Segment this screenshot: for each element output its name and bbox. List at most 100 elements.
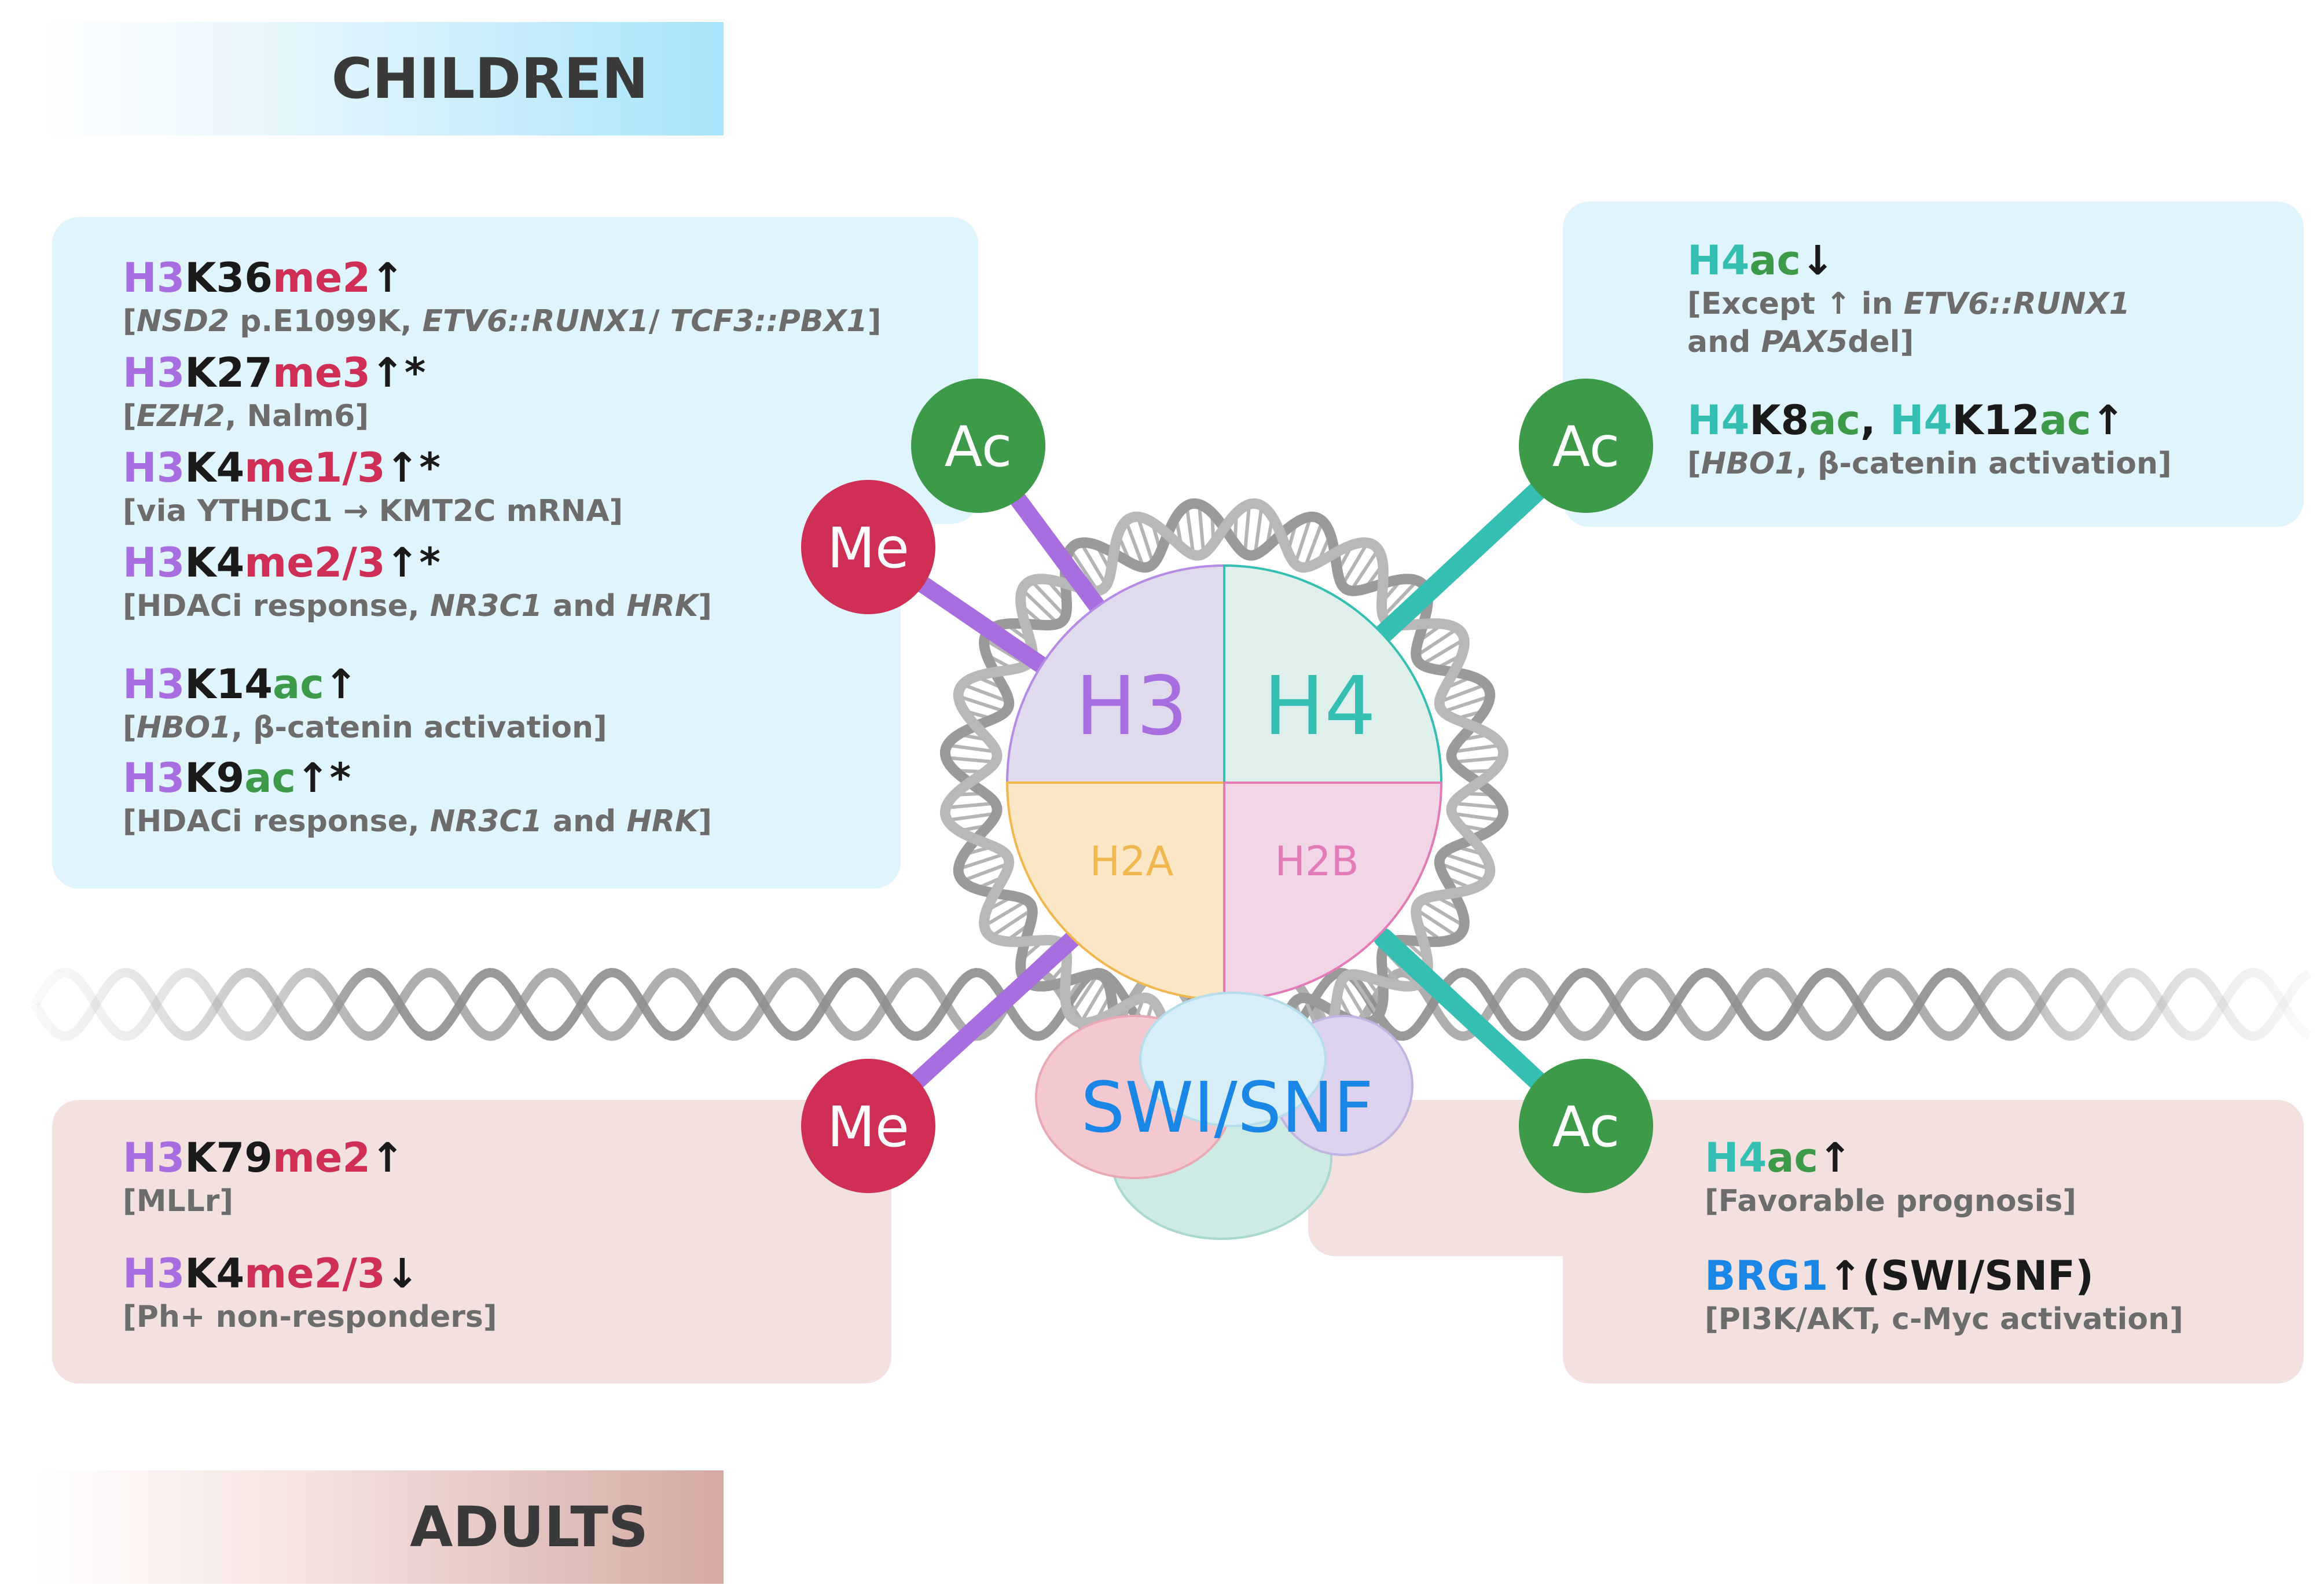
arrow-up-icon: ↑ (385, 444, 420, 491)
note-text: [ (123, 710, 137, 745)
note-text: p.E1099K, (229, 304, 423, 339)
histone-label: H4 (1687, 397, 1750, 444)
swi-snf-label: SWI/SNF (1081, 1068, 1374, 1149)
dna-base-pair (1420, 899, 1466, 928)
h3k27me3-entry: H3K27me3↑* [EZH2, Nalm6] (123, 348, 425, 435)
note-text: ] (867, 304, 882, 339)
fusion-name: ETV6::RUNX1 (422, 304, 649, 339)
dna-base-pair (1197, 504, 1206, 554)
gene-name: NR3C1 (429, 589, 542, 623)
note-text: del] (1848, 325, 1914, 359)
gene-name: EZH2 (136, 399, 225, 434)
histone-label: H3 (123, 1250, 185, 1297)
histone-label: H4 (1889, 397, 1952, 444)
modification-label: me3 (272, 349, 371, 397)
h4-quadrant (1223, 564, 1443, 784)
h3k4me13-entry: H3K4me1/3↑* [via YTHDC1 → KMT2C mRNA] (123, 443, 623, 530)
dna-base-pair (1415, 908, 1459, 938)
dna-base-pair (945, 801, 996, 810)
h2b-label: H2B (1275, 838, 1359, 885)
note-text: and (1687, 325, 1761, 359)
note-text: ] (698, 589, 712, 623)
h4k8-h4k12-entry: H4K8ac, H4K12ac↑ [HBO1, β-catenin activa… (1687, 396, 2172, 483)
residue-label: K14 (185, 661, 273, 708)
note-text: [HDACi response, (123, 589, 430, 623)
histone-label: H3 (123, 661, 185, 708)
histone-label: H3 (123, 254, 185, 302)
ac-badge-label: Ac (945, 414, 1012, 479)
modification-label: ac (1749, 237, 1801, 284)
histone-label: H3 (123, 539, 185, 586)
histone-label: H3 (123, 349, 185, 397)
me-badge-label: Me (827, 516, 909, 581)
dna-base-pair (961, 861, 1010, 883)
badge-me-top-left: Me (801, 480, 935, 614)
adults-banner-label: ADULTS (410, 1495, 648, 1560)
arrow-up-icon: ↑ (295, 754, 330, 802)
note-text: and (542, 804, 627, 839)
note-text: / (648, 304, 670, 339)
dna-base-pair (990, 908, 1034, 938)
children-banner: CHILDREN (37, 22, 724, 135)
dna-base-pair (1185, 505, 1195, 555)
swi-snf-cloud-blue (1139, 992, 1327, 1127)
dna-base-pair (1382, 579, 1419, 618)
dna-base-pair (1079, 541, 1108, 586)
arrow-up-icon: ↑ (324, 661, 358, 708)
h4-label: H4 (1264, 659, 1376, 754)
children-right-panel (1563, 201, 2304, 527)
gene-label: BRG1 (1705, 1252, 1829, 1300)
arrow-up-icon: ↑ (370, 254, 405, 302)
badge-ac-top-left: Ac (911, 379, 1045, 513)
h2a-quadrant (1005, 782, 1225, 1001)
h3k14ac-entry: H3K14ac↑ [HBO1, β-catenin activation] (123, 660, 607, 747)
fusion-name: ETV6::RUNX1 (1903, 287, 2130, 321)
note-text: [MLLr] (123, 1184, 234, 1219)
asterisk-mark: * (404, 349, 426, 397)
dna-base-pair (1303, 520, 1324, 568)
arrow-up-icon: ↑ (385, 539, 420, 586)
adults-banner: ADULTS (37, 1470, 724, 1584)
modification-label: me2/3 (244, 1250, 386, 1297)
h3k4me23-adult-entry: H3K4me2/3↓ [Ph+ non-responders] (123, 1249, 497, 1336)
note-text: , β-catenin activation] (231, 710, 607, 745)
residue-label: K27 (185, 349, 273, 397)
note-text: , β-catenin activation] (1796, 446, 2172, 481)
dna-base-pair (1452, 812, 1501, 822)
dna-base-pair (1341, 541, 1370, 586)
h4ac-children-entry: H4ac↓ [Except ↑ in ETV6::RUNX1 and PAX5d… (1687, 236, 2130, 361)
badge-ac-bottom-right: Ac (1519, 1059, 1653, 1193)
complex-label: (SWI/SNF) (1862, 1252, 2094, 1300)
dna-base-pair (1341, 979, 1370, 1024)
dna-base-pair (1438, 861, 1487, 883)
modification-label: ac (1767, 1134, 1819, 1182)
dna-base-pair (1079, 979, 1108, 1024)
modification-label: ac (244, 754, 296, 802)
residue-label: K4 (185, 444, 245, 491)
dna-base-pair (947, 812, 997, 822)
swi-snf-complex: SWI/SNF (1035, 992, 1414, 1240)
dna-base-pair (957, 852, 1007, 871)
dna-base-pair (1243, 504, 1251, 554)
dna-base-pair (1030, 579, 1067, 618)
note-text: [PI3K/AKT, c-Myc activation] (1705, 1302, 2183, 1337)
modification-label: me2 (272, 1134, 371, 1182)
badge-me-bottom-left: Me (801, 1059, 935, 1193)
dna-base-pair (1442, 694, 1491, 714)
dna-base-pair (1020, 588, 1059, 625)
dna-base-pair (1293, 516, 1313, 565)
note-text: and (542, 589, 627, 623)
dna-base-pair (947, 743, 997, 754)
dna-base-pair (1349, 548, 1380, 592)
dna-base-pair (961, 683, 1010, 704)
adults-left-panel (52, 1100, 891, 1384)
h3-quadrant (1005, 564, 1225, 784)
arrow-up-icon: ↑ (370, 349, 405, 397)
dna-base-pair (983, 899, 1028, 928)
dna-base-pair (1438, 683, 1487, 704)
separator: , (1860, 397, 1890, 444)
h2b-quadrant (1223, 782, 1443, 1001)
residue-label: K4 (185, 1250, 245, 1297)
modification-label: ac (272, 661, 324, 708)
